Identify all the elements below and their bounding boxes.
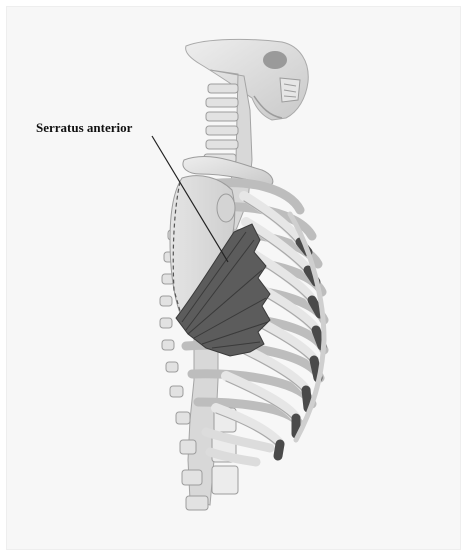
serratus-anterior-label: Serratus anterior	[36, 120, 132, 136]
